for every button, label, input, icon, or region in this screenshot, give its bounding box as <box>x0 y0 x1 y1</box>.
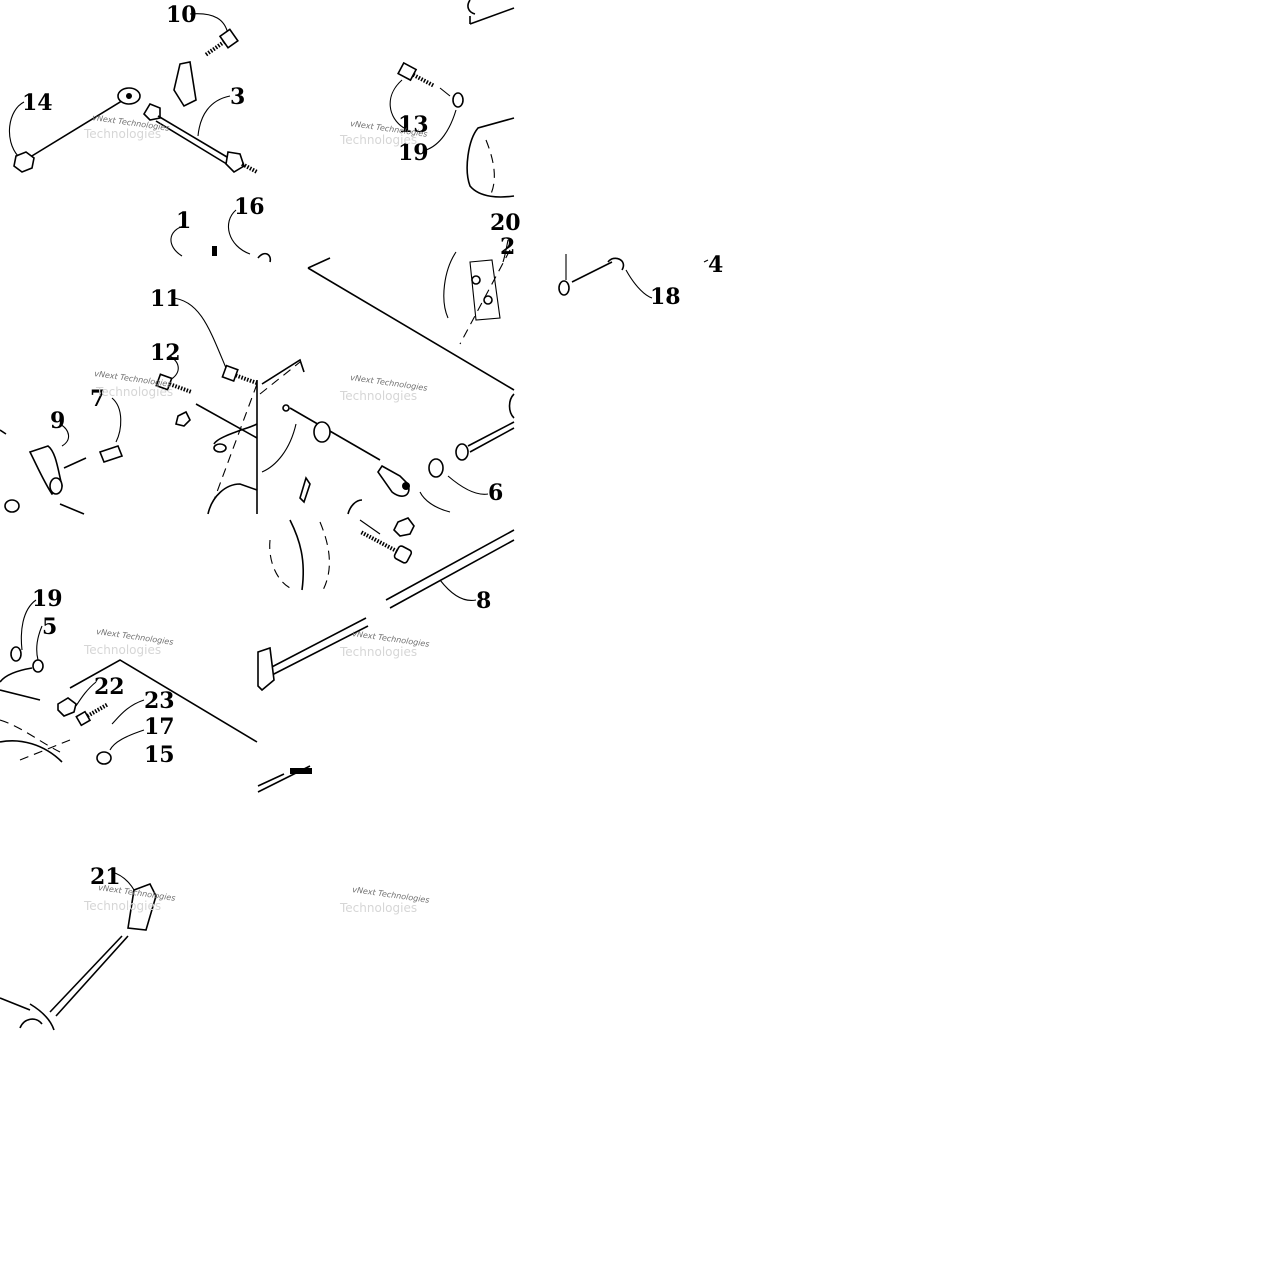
callout-22: 22 <box>94 674 125 700</box>
tile-middle-left: 11 12 7 9 Technologies vNext Technologie… <box>0 286 259 515</box>
callout-15: 15 <box>144 742 175 768</box>
tile-bottom-left: 21 Technologies vNext Technologies <box>0 864 176 1031</box>
callout-8: 8 <box>476 588 491 614</box>
tile-top-left: 10 14 3 Technologies vNext Technologies <box>8 2 258 174</box>
washer-part <box>428 458 444 478</box>
callout-11: 11 <box>150 286 181 312</box>
tile-bottom-middle: Technologies vNext Technologies <box>339 885 430 915</box>
callout-3: 3 <box>230 84 245 110</box>
callout-19-lower: 19 <box>32 586 63 612</box>
callout-18: 18 <box>650 284 681 310</box>
washer-part <box>96 751 112 765</box>
callout-12: 12 <box>150 340 181 366</box>
callout-2: 2 <box>500 234 515 260</box>
tile-lower-left: 19 5 22 23 17 15 Technologies vNext Tech… <box>0 586 258 768</box>
callout-20: 20 <box>490 210 521 236</box>
bolt-part <box>75 702 110 727</box>
callout-19: 19 <box>398 140 429 166</box>
callout-1: 1 <box>176 208 191 234</box>
tile-center-lower: 8 Technologies vNext Technologies <box>257 519 515 793</box>
watermark-ghost: Technologies <box>83 899 161 913</box>
watermark-ghost: Technologies <box>339 901 417 915</box>
watermark-ghost: Technologies <box>83 643 161 657</box>
callout-5: 5 <box>42 614 57 640</box>
callout-21: 21 <box>90 864 121 890</box>
callout-14: 14 <box>22 90 53 116</box>
callout-13: 13 <box>398 112 429 138</box>
bolt-part <box>204 28 239 57</box>
nut-part <box>13 151 35 173</box>
callout-4: 4 <box>708 252 723 278</box>
callout-23: 23 <box>144 688 175 714</box>
callout-7: 7 <box>90 386 105 412</box>
watermark-ghost: Technologies <box>339 133 417 147</box>
callout-17: 17 <box>144 714 175 740</box>
callout-16: 16 <box>234 194 265 220</box>
tile-top-middle: 13 19 Technologies vNext Technologies <box>339 0 515 198</box>
tile-row2-top: 1 16 20 2 4 18 <box>170 194 723 391</box>
callout-9: 9 <box>50 408 65 434</box>
bolt-part <box>397 61 436 88</box>
callout-6: 6 <box>488 480 503 506</box>
watermark-ghost: Technologies <box>339 645 417 659</box>
bolt-part <box>221 364 259 386</box>
watermark-ghost: Technologies <box>95 385 173 399</box>
lever-knob-part <box>127 882 157 931</box>
nut-part <box>57 697 77 717</box>
bushing-part <box>313 421 331 443</box>
callout-10: 10 <box>166 2 197 28</box>
tile-center: 6 Technologies vNext Technologies <box>259 358 515 537</box>
bracket-part <box>173 61 197 108</box>
watermark-ghost: Technologies <box>339 389 417 403</box>
watermark-ghost: Technologies <box>83 127 161 141</box>
bolt-part <box>360 530 413 564</box>
